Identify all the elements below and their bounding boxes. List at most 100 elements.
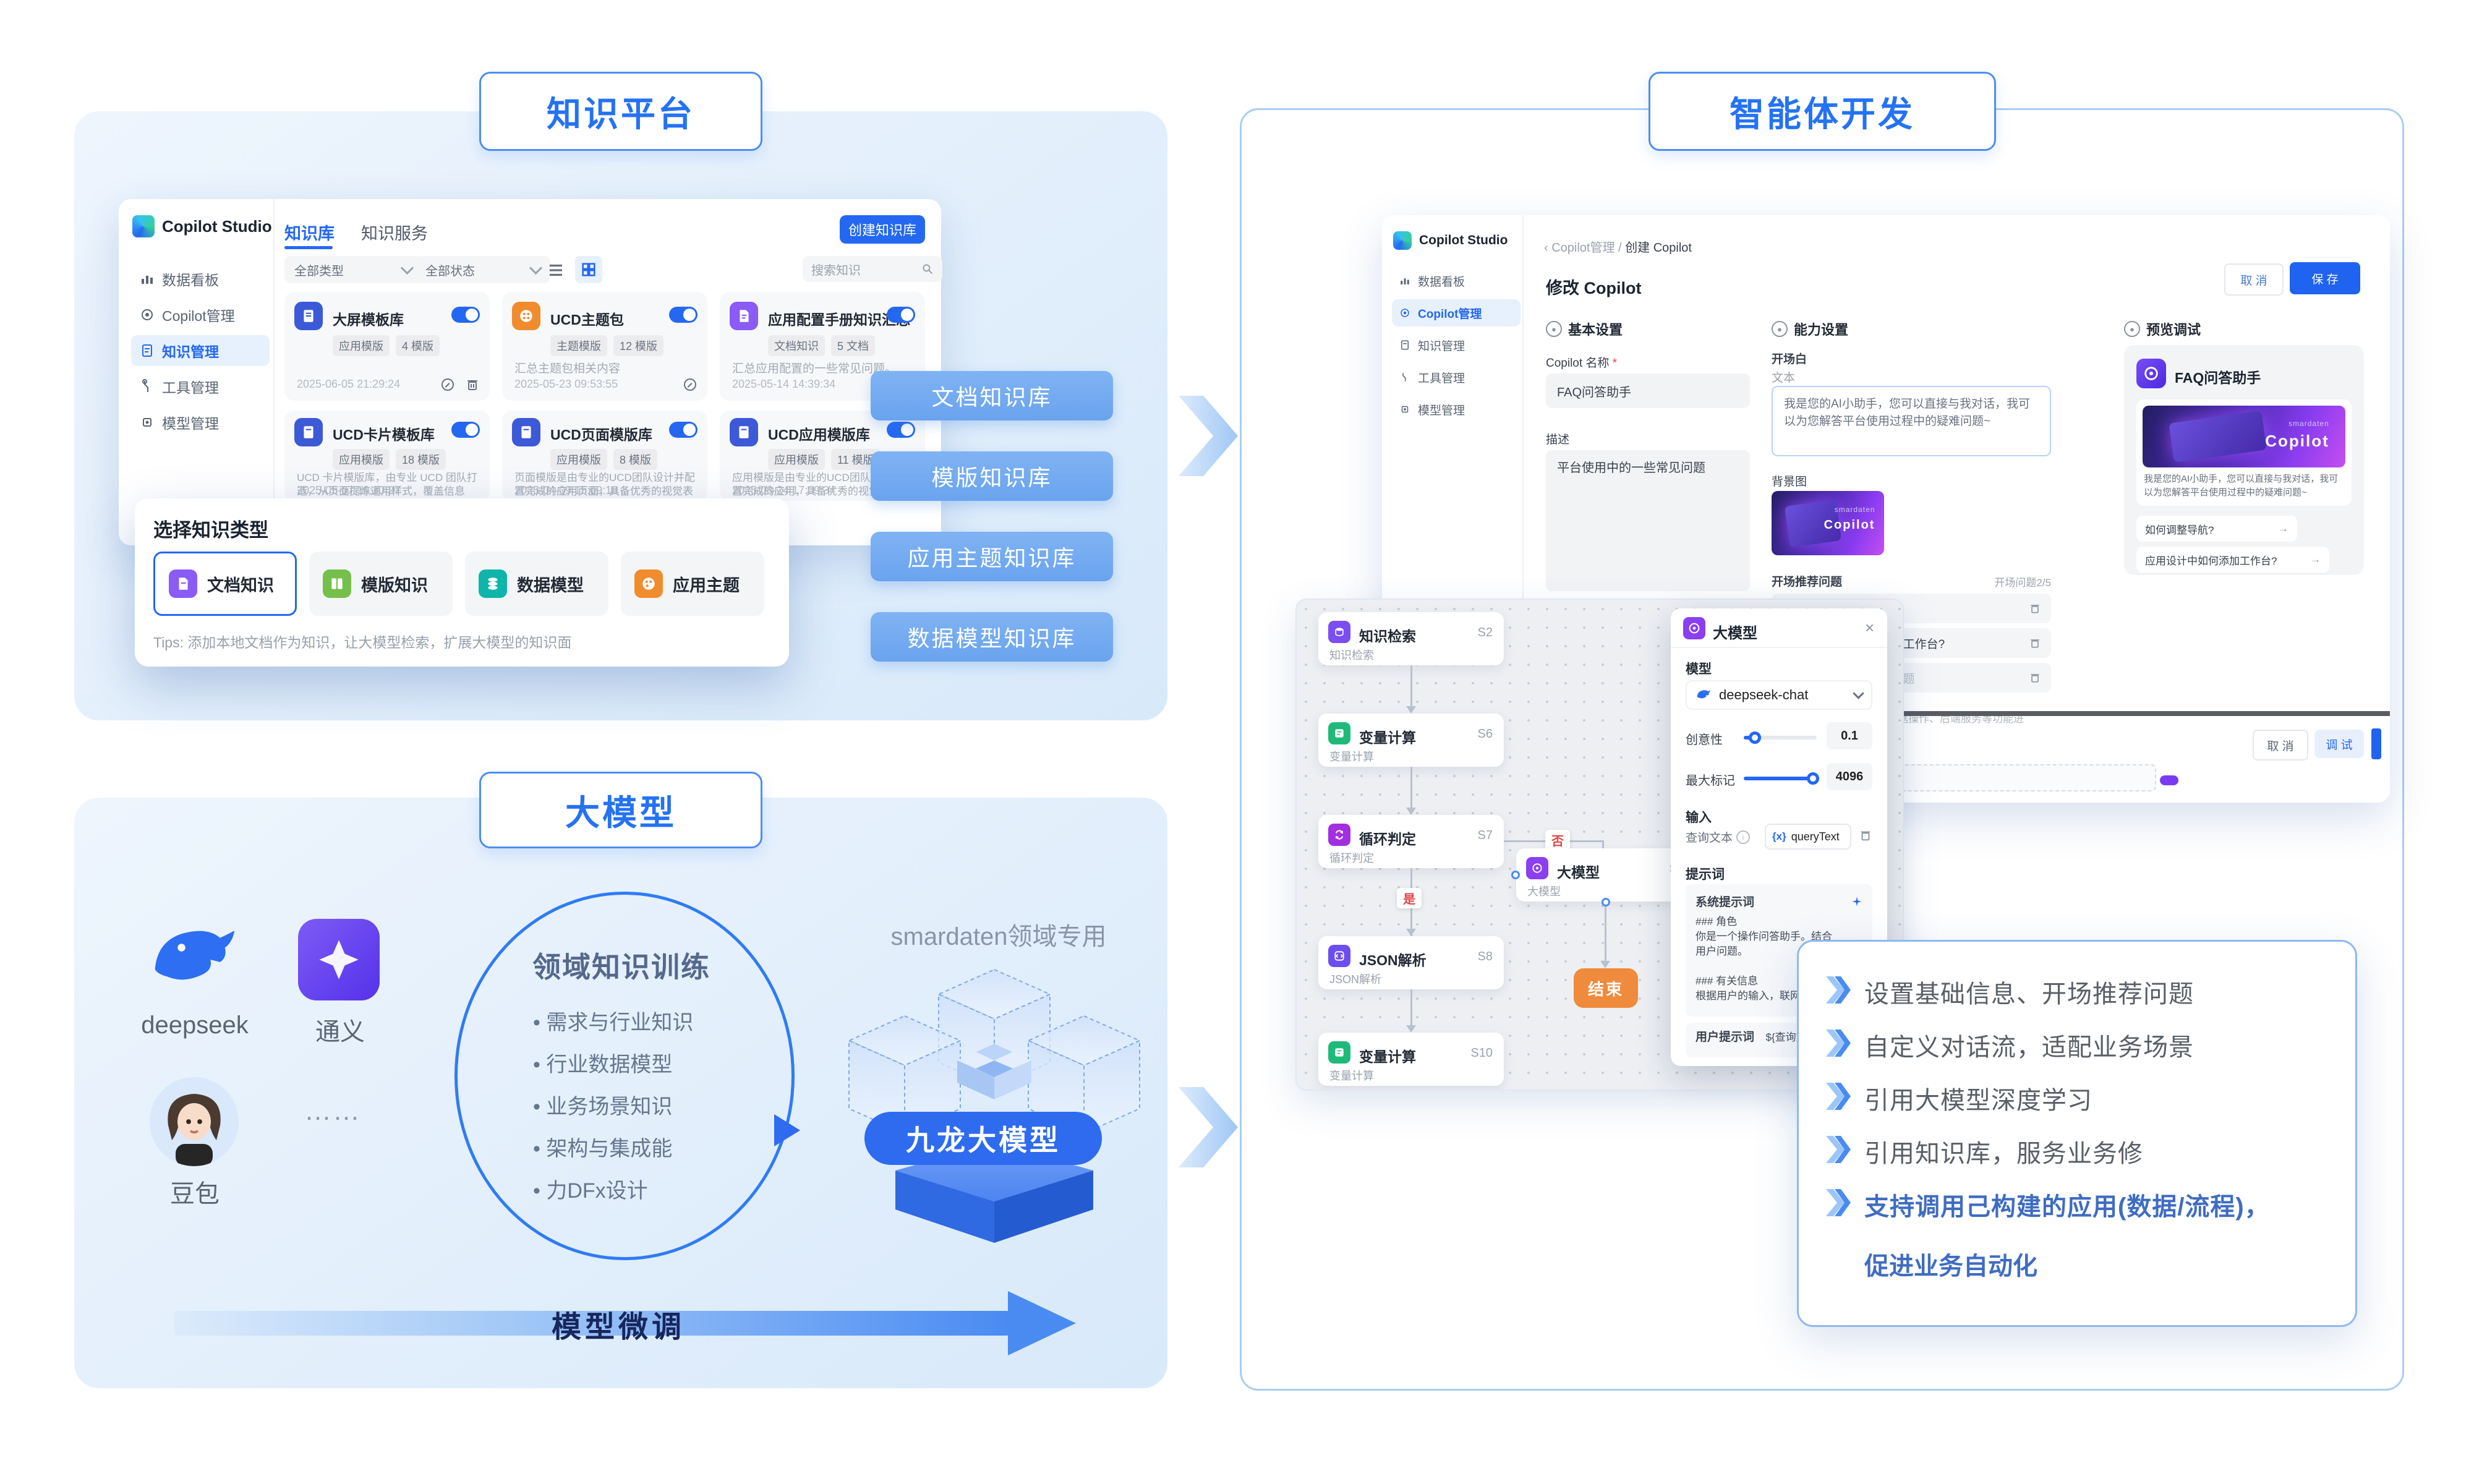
double-chevron-icon [1826, 1030, 1851, 1057]
tab-knowledge-service[interactable]: 知识服务 [361, 224, 428, 243]
sidebar-item-tools[interactable]: 工具管理 [131, 371, 270, 402]
maxtokens-slider[interactable] [1744, 772, 1819, 785]
trash-icon[interactable] [2029, 637, 2041, 649]
sidebar-item-copilot[interactable]: Copilot管理 [131, 299, 270, 330]
agent-dev-title: 智能体开发 [1649, 72, 1996, 151]
node-port[interactable] [1511, 871, 1520, 879]
training-item: • 需求与行业知识 [533, 1011, 694, 1034]
sidebar-item-knowledge[interactable]: 知识管理 [131, 335, 270, 366]
create-kb-button[interactable]: 创建知识库 [840, 215, 925, 244]
enable-toggle[interactable] [669, 307, 697, 323]
dialog-tips: Tips: 添加本地文档作为知识，让大模型检索，扩展大模型的知识面 [153, 634, 572, 650]
save-button[interactable]: 保 存 [2290, 262, 2360, 294]
close-icon[interactable]: × [1865, 618, 1875, 637]
double-chevron-icon [1826, 1136, 1851, 1163]
chevron-down-icon [1853, 687, 1864, 699]
wrench-icon [1402, 373, 1406, 382]
footer-debug-button[interactable]: 调 试 [2314, 730, 2364, 758]
kb-button-template[interactable]: 模版知识库 [871, 451, 1113, 501]
trash-icon[interactable] [465, 377, 480, 392]
edit-icon[interactable] [440, 377, 455, 392]
maxtokens-value[interactable]: 4096 [1827, 763, 1872, 790]
maxtokens-label: 最大标记 [1686, 774, 1735, 788]
flow-node-json-parse[interactable]: JSON解析 S8 JSON解析 [1318, 936, 1504, 989]
sidebar-item-models[interactable]: 模型管理 [1392, 396, 1521, 423]
sidebar-item-knowledge[interactable]: 知识管理 [1392, 331, 1521, 359]
grid-view-toggle[interactable] [575, 256, 602, 283]
flow-node-llm[interactable]: 大模型 S9 大模型 [1511, 848, 1700, 906]
sidebar-item-dashboard[interactable]: 数据看板 [131, 263, 270, 294]
enable-toggle[interactable] [887, 307, 915, 323]
kb-button-theme[interactable]: 应用主题知识库 [871, 532, 1113, 581]
creativity-slider[interactable] [1744, 731, 1817, 744]
cancel-button[interactable]: 取 消 [2224, 263, 2284, 296]
enable-toggle[interactable] [669, 422, 697, 438]
model-select[interactable]: deepseek-chat [1686, 680, 1872, 710]
sidebar-item-label: 工具管理 [1418, 372, 1465, 385]
creativity-value[interactable]: 0.1 [1827, 722, 1872, 749]
filter-status-select[interactable]: 全部状态 [416, 256, 550, 283]
sidebar-item-copilot[interactable]: Copilot管理 [1392, 299, 1521, 326]
flow-edge [1602, 840, 1604, 849]
trash-icon[interactable] [2029, 672, 2041, 684]
list-view-icon[interactable] [547, 261, 565, 279]
trash-icon[interactable] [2029, 602, 2041, 615]
card-actions [440, 377, 480, 392]
card-date: 2025-05-23 09:53:55 [514, 378, 618, 390]
background-image-thumb[interactable]: smardaten Copilot [1772, 491, 1884, 555]
sidebar-item-models[interactable]: 模型管理 [131, 407, 270, 438]
trash-icon[interactable] [1859, 829, 1872, 842]
filter-type-select[interactable]: 全部类型 [284, 256, 422, 283]
breadcrumb: ‹ Copilot管理 / 创建 Copilot [1544, 237, 1692, 255]
ktype-option-template[interactable]: 模版知识 [309, 552, 453, 616]
enable-toggle[interactable] [451, 422, 480, 438]
node-port[interactable] [1602, 898, 1610, 906]
sparkle-icon[interactable] [1851, 896, 1862, 907]
flow-node-loop-check[interactable]: 循环判定 S7 循环判定 [1318, 815, 1504, 868]
footer-cancel-button[interactable]: 取 消 [2253, 730, 2308, 761]
kb-button-doc[interactable]: 文档知识库 [871, 371, 1113, 420]
book-icon [294, 302, 323, 330]
suggested-question[interactable]: 如何调整导航? → [2136, 516, 2297, 542]
enable-toggle[interactable] [451, 307, 480, 323]
flow-edge-arrow [1406, 808, 1416, 815]
flow-edge-arrow [1600, 961, 1610, 968]
footer-save-button-partial[interactable] [2371, 728, 2381, 759]
bg-image-label: 背景图 [1772, 475, 1807, 488]
flow-node-knowledge-search[interactable]: 知识检索 S2 知识检索 [1318, 612, 1504, 665]
sidebar-item-dashboard[interactable]: 数据看板 [1392, 267, 1521, 294]
sidebar-item-label: 知识管理 [162, 344, 219, 360]
input-placeholder-bar[interactable] [1894, 764, 2156, 791]
edit-icon[interactable] [683, 377, 697, 392]
node-title: 变量计算 [1359, 1049, 1416, 1065]
model-value: deepseek-chat [1719, 687, 1809, 702]
ktype-option-theme[interactable]: 应用主题 [621, 552, 764, 616]
back-icon[interactable]: ‹ [1544, 241, 1548, 255]
desc-textarea[interactable]: 平台使用中的一些常见问题 [1546, 450, 1750, 591]
ktype-option-doc[interactable]: 文档知识 [153, 552, 297, 616]
querytext-chip[interactable]: {x} queryText [1765, 824, 1851, 850]
tab-knowledge-base[interactable]: 知识库 [284, 224, 335, 243]
palette-icon [634, 569, 663, 598]
suggested-question[interactable]: 应用设计中如何添加工作台? → [2136, 547, 2329, 573]
breadcrumb-trail[interactable]: Copilot管理 / [1551, 241, 1626, 255]
opening-textarea[interactable]: 我是您的AI小助手，您可以直接与我对话，我可以为您解答平台使用过程中的疑难问题~ [1772, 386, 2051, 456]
kb-button-datamodel[interactable]: 数据模型知识库 [871, 612, 1113, 662]
enable-toggle[interactable] [887, 422, 915, 438]
copilot-name-input[interactable]: FAQ问答助手 [1546, 373, 1750, 408]
search-input[interactable]: 搜索知识 [803, 256, 942, 282]
ktype-option-datamodel[interactable]: 数据模型 [465, 552, 608, 616]
knowledge-window: Copilot Studio 数据看板 Copilot管理 知识管理 工具管理 … [119, 199, 942, 545]
provider-deepseek-label: deepseek [141, 1012, 249, 1039]
flow-node-variable-calc-2[interactable]: 变量计算 S10 变量计算 [1318, 1033, 1504, 1086]
edge-label-no: 否 [1545, 830, 1570, 850]
sidebar-item-tools[interactable]: 工具管理 [1392, 364, 1521, 391]
flow-node-variable-calc[interactable]: 变量计算 S6 变量计算 [1318, 714, 1504, 767]
flow-node-end[interactable]: 结束 [1574, 968, 1638, 1008]
